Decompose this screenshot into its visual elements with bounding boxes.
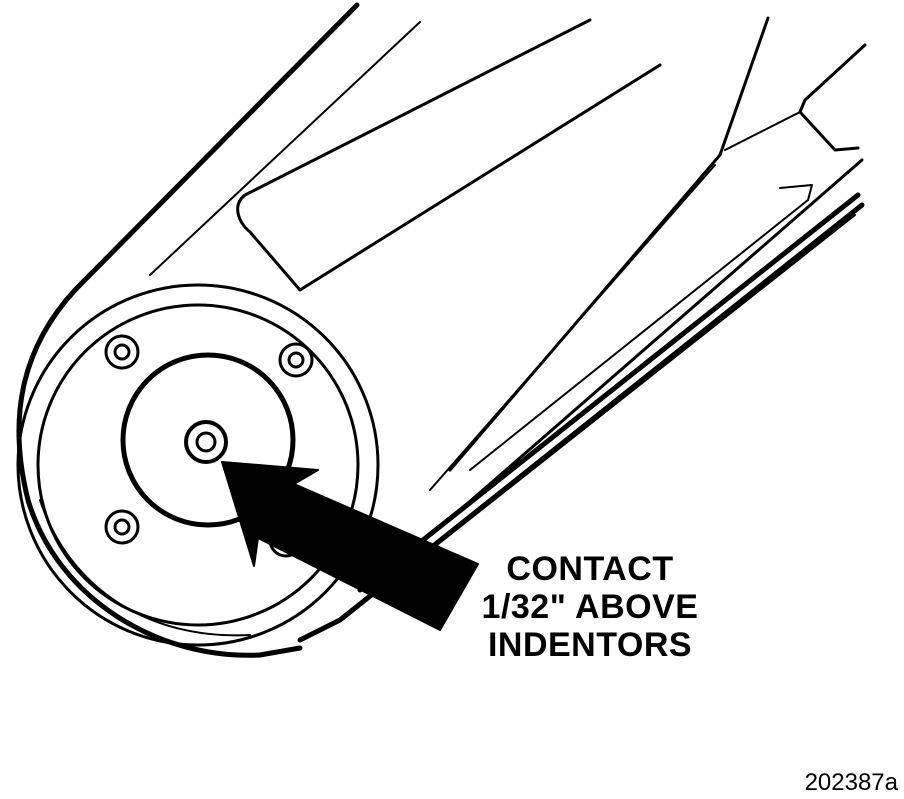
tool-body-inner-line [149, 21, 421, 276]
screw-top-right [278, 342, 314, 378]
jaw-lower-edge-2 [297, 202, 865, 643]
callout-line-1: CONTACT [506, 550, 674, 588]
pivot-disc-lower-rim [39, 499, 251, 637]
jaw-long-line-1 [469, 199, 809, 471]
tool-body-outline [16, 2, 360, 658]
jaw-long-line-3 [429, 164, 716, 491]
center-pin-outer [184, 420, 228, 464]
pivot-disc-outer [16, 283, 380, 647]
pivot-disc [36, 303, 360, 627]
jaw-mid-line [724, 111, 801, 151]
jaw-upper-edge [448, 16, 770, 472]
jaw-upper-step [798, 43, 867, 152]
center-boss [120, 352, 296, 528]
center-pin-inner [195, 431, 217, 453]
callout-label: CONTACT 1/32" ABOVE INDENTORS [470, 550, 710, 664]
jaw-lower-edge-3 [379, 214, 856, 591]
figure-id: 202387a [804, 769, 898, 796]
screw-top-left [104, 334, 140, 370]
screw-bottom-left [104, 509, 140, 545]
callout-line-2: 1/32" ABOVE [481, 588, 699, 626]
callout-arrow [221, 461, 479, 631]
jaw-groove-line [779, 184, 813, 201]
jaw-long-line-2 [458, 158, 864, 512]
callout-line-3: INDENTORS [487, 626, 693, 664]
slot-cutout [236, 18, 662, 292]
jaw-lower-edge-1 [357, 192, 861, 593]
